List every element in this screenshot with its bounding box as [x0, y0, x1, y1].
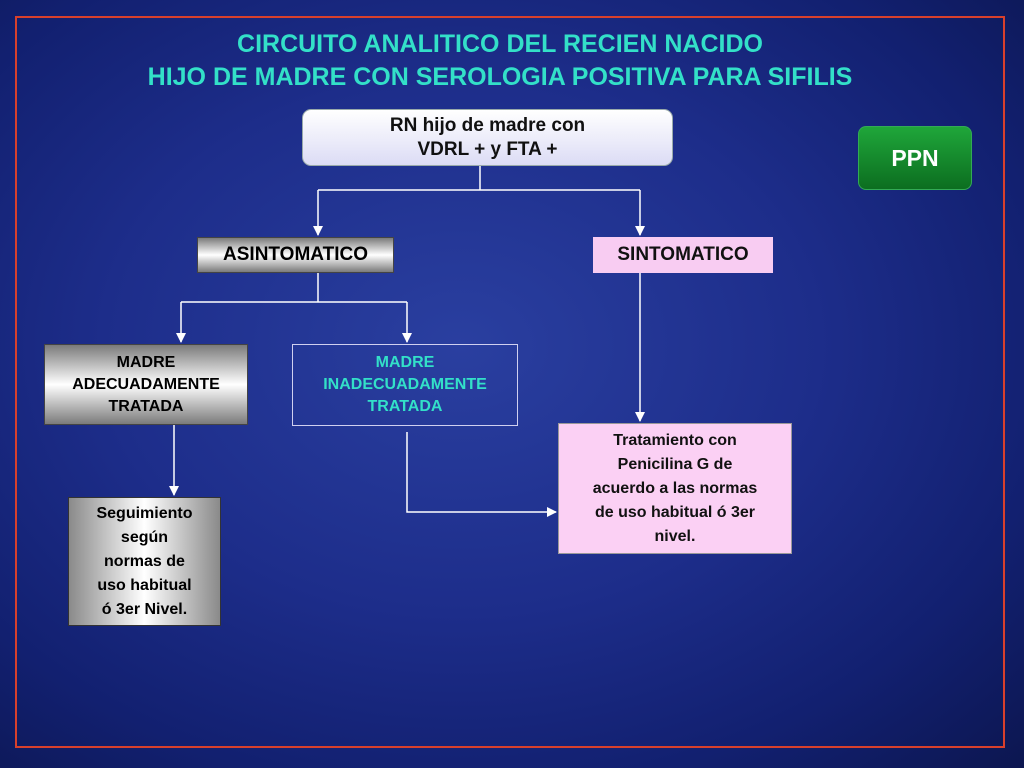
- title-line-1: CIRCUITO ANALITICO DEL RECIEN NACIDO: [237, 30, 763, 58]
- node-madre-adecuadamente-tratada: MADRE ADECUADAMENTE TRATADA: [44, 344, 248, 425]
- ppn-button[interactable]: PPN: [858, 126, 972, 190]
- slide-frame: [15, 16, 1005, 748]
- node-madre-inadecuadamente-tratada: MADRE INADECUADAMENTE TRATADA: [292, 344, 518, 426]
- node-rn-vdrl-fta: RN hijo de madre con VDRL + y FTA +: [302, 109, 673, 166]
- title-line-2: HIJO DE MADRE CON SEROLOGIA POSITIVA PAR…: [147, 63, 853, 91]
- node-asintomatico: ASINTOMATICO: [197, 237, 394, 273]
- node-sintomatico: SINTOMATICO: [593, 237, 773, 273]
- node-tratamiento-penicilina: Tratamiento con Penicilina G de acuerdo …: [558, 423, 792, 554]
- node-seguimiento: Seguimiento según normas de uso habitual…: [68, 497, 221, 626]
